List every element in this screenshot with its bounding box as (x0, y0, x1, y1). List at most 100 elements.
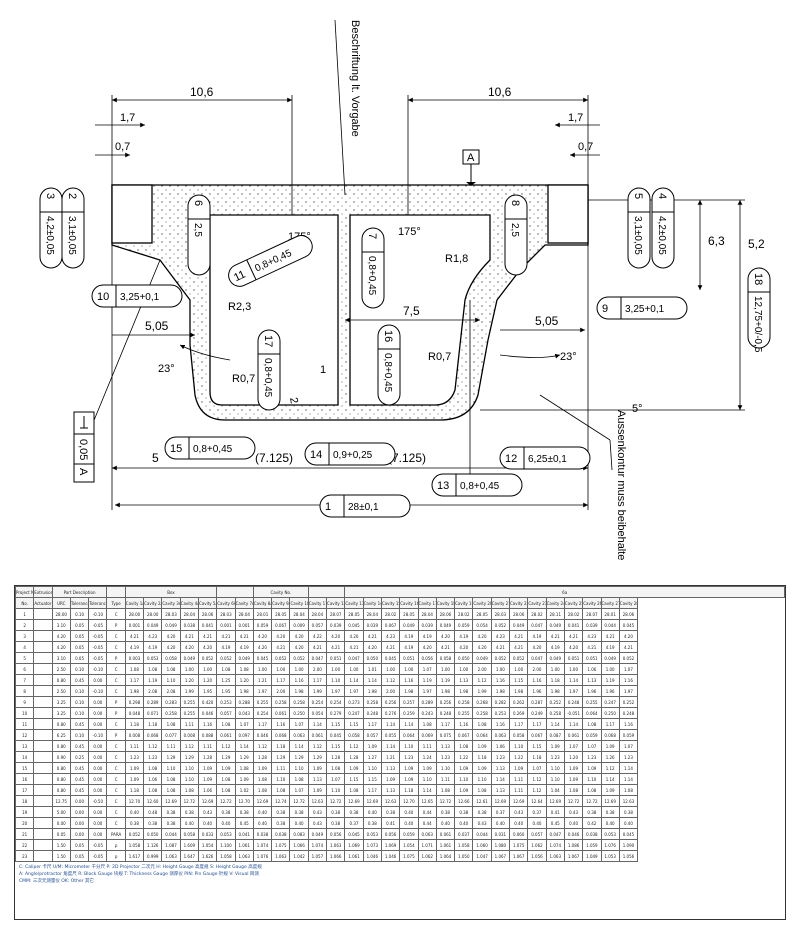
table-cell: 0.38 (326, 806, 346, 818)
table-cell: 1.18 (143, 718, 163, 730)
table-cell: 22 (15, 839, 35, 851)
table-cell: 0.10 (69, 696, 90, 708)
table-cell: 0.05 (69, 630, 90, 642)
table-cell: 1.06 (490, 740, 511, 752)
table-cell: 12.72 (563, 795, 584, 807)
table-cell: 1.28 (326, 751, 346, 763)
table-cell: 1.14 (417, 784, 437, 796)
table-cell: 1.10 (399, 740, 419, 752)
table-cell: 0.43 (197, 806, 218, 818)
table-cell: -0.05 (88, 850, 108, 862)
table-cell: 4.20 (435, 630, 456, 642)
table-cell: 4.20 (252, 630, 273, 642)
table-cell: 0.064 (582, 707, 602, 719)
table-cell: 0.071 (143, 707, 163, 719)
table-cell (33, 839, 53, 851)
table-cell: 1.97 (326, 685, 346, 697)
balloon-16: 16 0,8+0,45 (377, 324, 401, 406)
table-cell: 1.13 (307, 773, 328, 785)
balloon-number: 8 (509, 200, 521, 206)
balloon-number: 16 (382, 330, 394, 342)
datum-label: A (467, 152, 475, 164)
dim-5-05-left: 5,05 (145, 319, 169, 333)
header-cell: Actuator (33, 597, 53, 609)
table-cell: 1.08 (472, 784, 492, 796)
table-cell: 1.063 (326, 839, 346, 851)
table-cell: C (106, 817, 126, 829)
table-cell: 1.20 (563, 751, 584, 763)
balloon-8: 82,5 (504, 194, 528, 276)
table-cell: 1.08 (326, 762, 346, 774)
table-cell: 0.258 (472, 707, 492, 719)
radius-0-7-right: R0,7 (428, 351, 451, 363)
table-cell: 1.28 (197, 751, 218, 763)
technical-drawing: A 10,6 10,6 1,7 1,7 0,7 0,7 Beschriftung… (39, 19, 771, 560)
table-cell: C (106, 630, 126, 642)
table-cell: 1.11 (124, 740, 145, 752)
table-cell: 0.45 (69, 784, 90, 796)
table-cell: 0.061 (307, 729, 328, 741)
table-cell: 0.40 (563, 817, 584, 829)
table-cell: 1.09 (234, 773, 254, 785)
table-cell: 1.98 (454, 685, 474, 697)
table-cell: 28.06 (618, 608, 639, 620)
table-cell: 1.16 (271, 718, 291, 730)
table-cell: 28.06 (197, 608, 218, 620)
table-cell: 1.99 (307, 685, 328, 697)
table-cell: 1.09 (472, 740, 492, 752)
table-cell: 0.10 (69, 608, 90, 620)
header-cell: Extrusion (33, 586, 53, 598)
balloon-value: 0,8+0,45 (382, 353, 393, 393)
table-cell: 1.17 (362, 784, 382, 796)
table-cell: 0.056 (417, 652, 437, 664)
table-cell: P (106, 729, 126, 741)
balloon-number: 2 (66, 193, 78, 199)
table-cell: 1.50 (51, 850, 71, 862)
angle-23-right: 23° (560, 351, 577, 363)
table-cell: 1.50 (51, 839, 71, 851)
table-cell: 4.19 (234, 641, 254, 653)
table-cell: -0.05 (88, 652, 108, 664)
table-cell: 4.20 (618, 630, 639, 642)
table-cell: 0.061 (216, 729, 236, 741)
table-cell: 1.29 (216, 751, 236, 763)
table-cell: 0.43 (509, 806, 529, 818)
table-cell: 0.258 (161, 707, 181, 719)
table-cell: 0.248 (563, 696, 584, 708)
table-cell: 0.298 (124, 696, 145, 708)
table-cell: 1.09 (582, 762, 602, 774)
table-cell: 0.067 (454, 729, 474, 741)
table-cell: 0.255 (179, 696, 199, 708)
table-cell (33, 795, 53, 807)
table-cell: 0.288 (234, 696, 254, 708)
table-cell: 1.09 (252, 762, 273, 774)
table-cell: 1.13 (454, 674, 474, 686)
table-cell: 1.98 (545, 685, 565, 697)
table-cell: 0.248 (362, 707, 382, 719)
table-cell: 1.12 (380, 674, 401, 686)
table-cell: 0.044 (161, 828, 181, 840)
table-cell: 12.69 (252, 795, 273, 807)
table-cell: 0.068 (600, 729, 620, 741)
table-cell: 10 (15, 707, 35, 719)
table-cell: 1.09 (307, 762, 328, 774)
table-cell: 12.69 (161, 795, 181, 807)
table-cell: 0.38 (582, 806, 602, 818)
table-cell: 1.16 (454, 718, 474, 730)
table-cell: 0.256 (435, 696, 456, 708)
table-cell: 1.17 (600, 718, 620, 730)
table-cell: 0.45 (69, 718, 90, 730)
table-cell: 1.08 (216, 773, 236, 785)
table-cell: 12.72 (179, 795, 199, 807)
table-cell: C (106, 773, 126, 785)
table-cell: 1.049 (582, 850, 602, 862)
table-cell: 1.617 (124, 850, 145, 862)
table-cell: 4.20 (417, 641, 437, 653)
cavity-header: Cavity 14A (362, 597, 382, 609)
table-cell: 1.074 (252, 839, 273, 851)
table-cell: 1.97 (563, 685, 584, 697)
table-cell: 6.25 (51, 729, 71, 741)
